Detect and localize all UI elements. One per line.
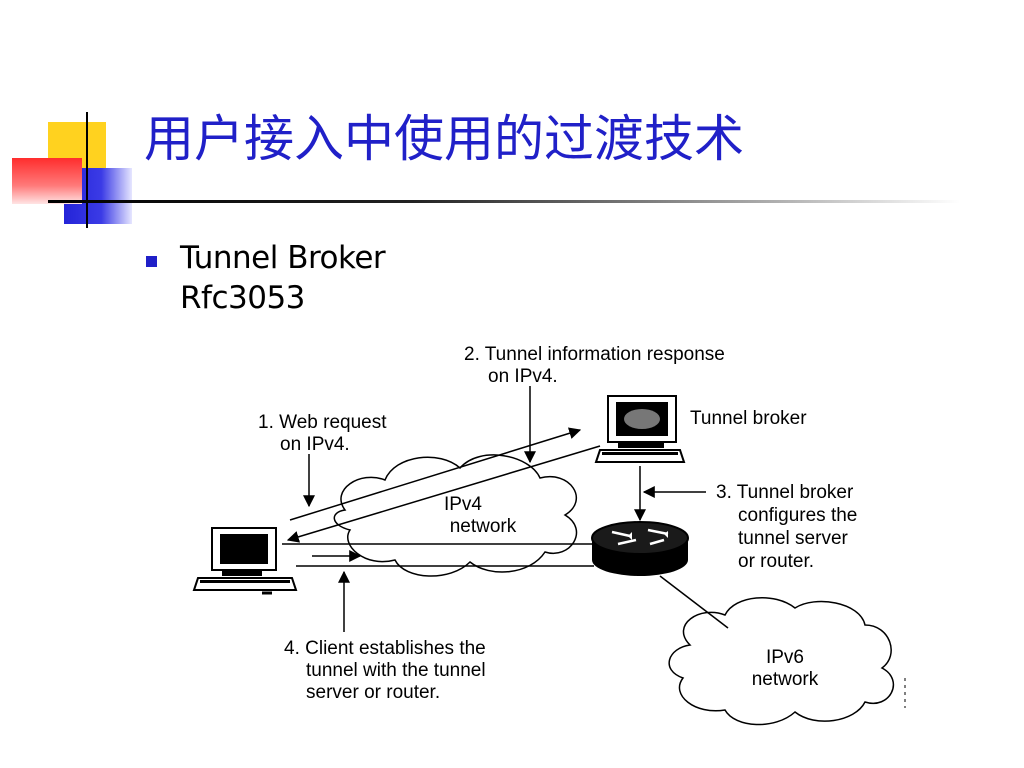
- title-underline: [48, 200, 960, 203]
- bullet-line-2: Rfc3053: [180, 280, 305, 316]
- ipv4-cloud: [333, 454, 578, 577]
- bullet-marker: [146, 256, 157, 267]
- step4-label-1: 4. Client establishes the: [284, 638, 486, 659]
- ipv6-cloud-label-1: IPv6: [766, 647, 804, 668]
- bullet-line-1: Tunnel Broker: [180, 240, 386, 276]
- step3-label-1: 3. Tunnel broker: [716, 482, 854, 503]
- step3-label-2: configures the: [738, 505, 857, 526]
- step1-label-2: on IPv4.: [280, 434, 350, 455]
- ipv4-cloud-label-2: network: [450, 516, 517, 537]
- bullet-item: Tunnel Broker Rfc3053: [180, 238, 386, 318]
- step1-label-1: 1. Web request: [258, 412, 387, 433]
- step2-label-2: on IPv4.: [488, 366, 558, 387]
- ipv6-cloud-label-2: network: [752, 669, 819, 690]
- router-ipv6-line: [659, 575, 729, 629]
- step4-label-2: tunnel with the tunnel: [306, 660, 486, 681]
- step2-label-1: 2. Tunnel information response: [464, 344, 725, 365]
- info-response-arrow: [286, 445, 601, 543]
- slide-title: 用户接入中使用的过渡技术: [144, 110, 744, 168]
- decor-red-square: [12, 158, 82, 204]
- ipv4-cloud-label-1: IPv4: [444, 494, 482, 515]
- ipv6-cloud: [668, 597, 894, 726]
- decor-vertical-line: [86, 112, 88, 228]
- client-computer-icon: [192, 527, 298, 595]
- step3-label-3: tunnel server: [738, 528, 849, 549]
- step3-label-4: or router.: [738, 551, 814, 572]
- step4-label-3: server or router.: [306, 682, 440, 703]
- web-request-arrow: [289, 427, 582, 521]
- tunnel-broker-label: Tunnel broker: [690, 408, 807, 429]
- tunnel-broker-computer-icon: [594, 395, 686, 463]
- router-icon: [591, 521, 689, 576]
